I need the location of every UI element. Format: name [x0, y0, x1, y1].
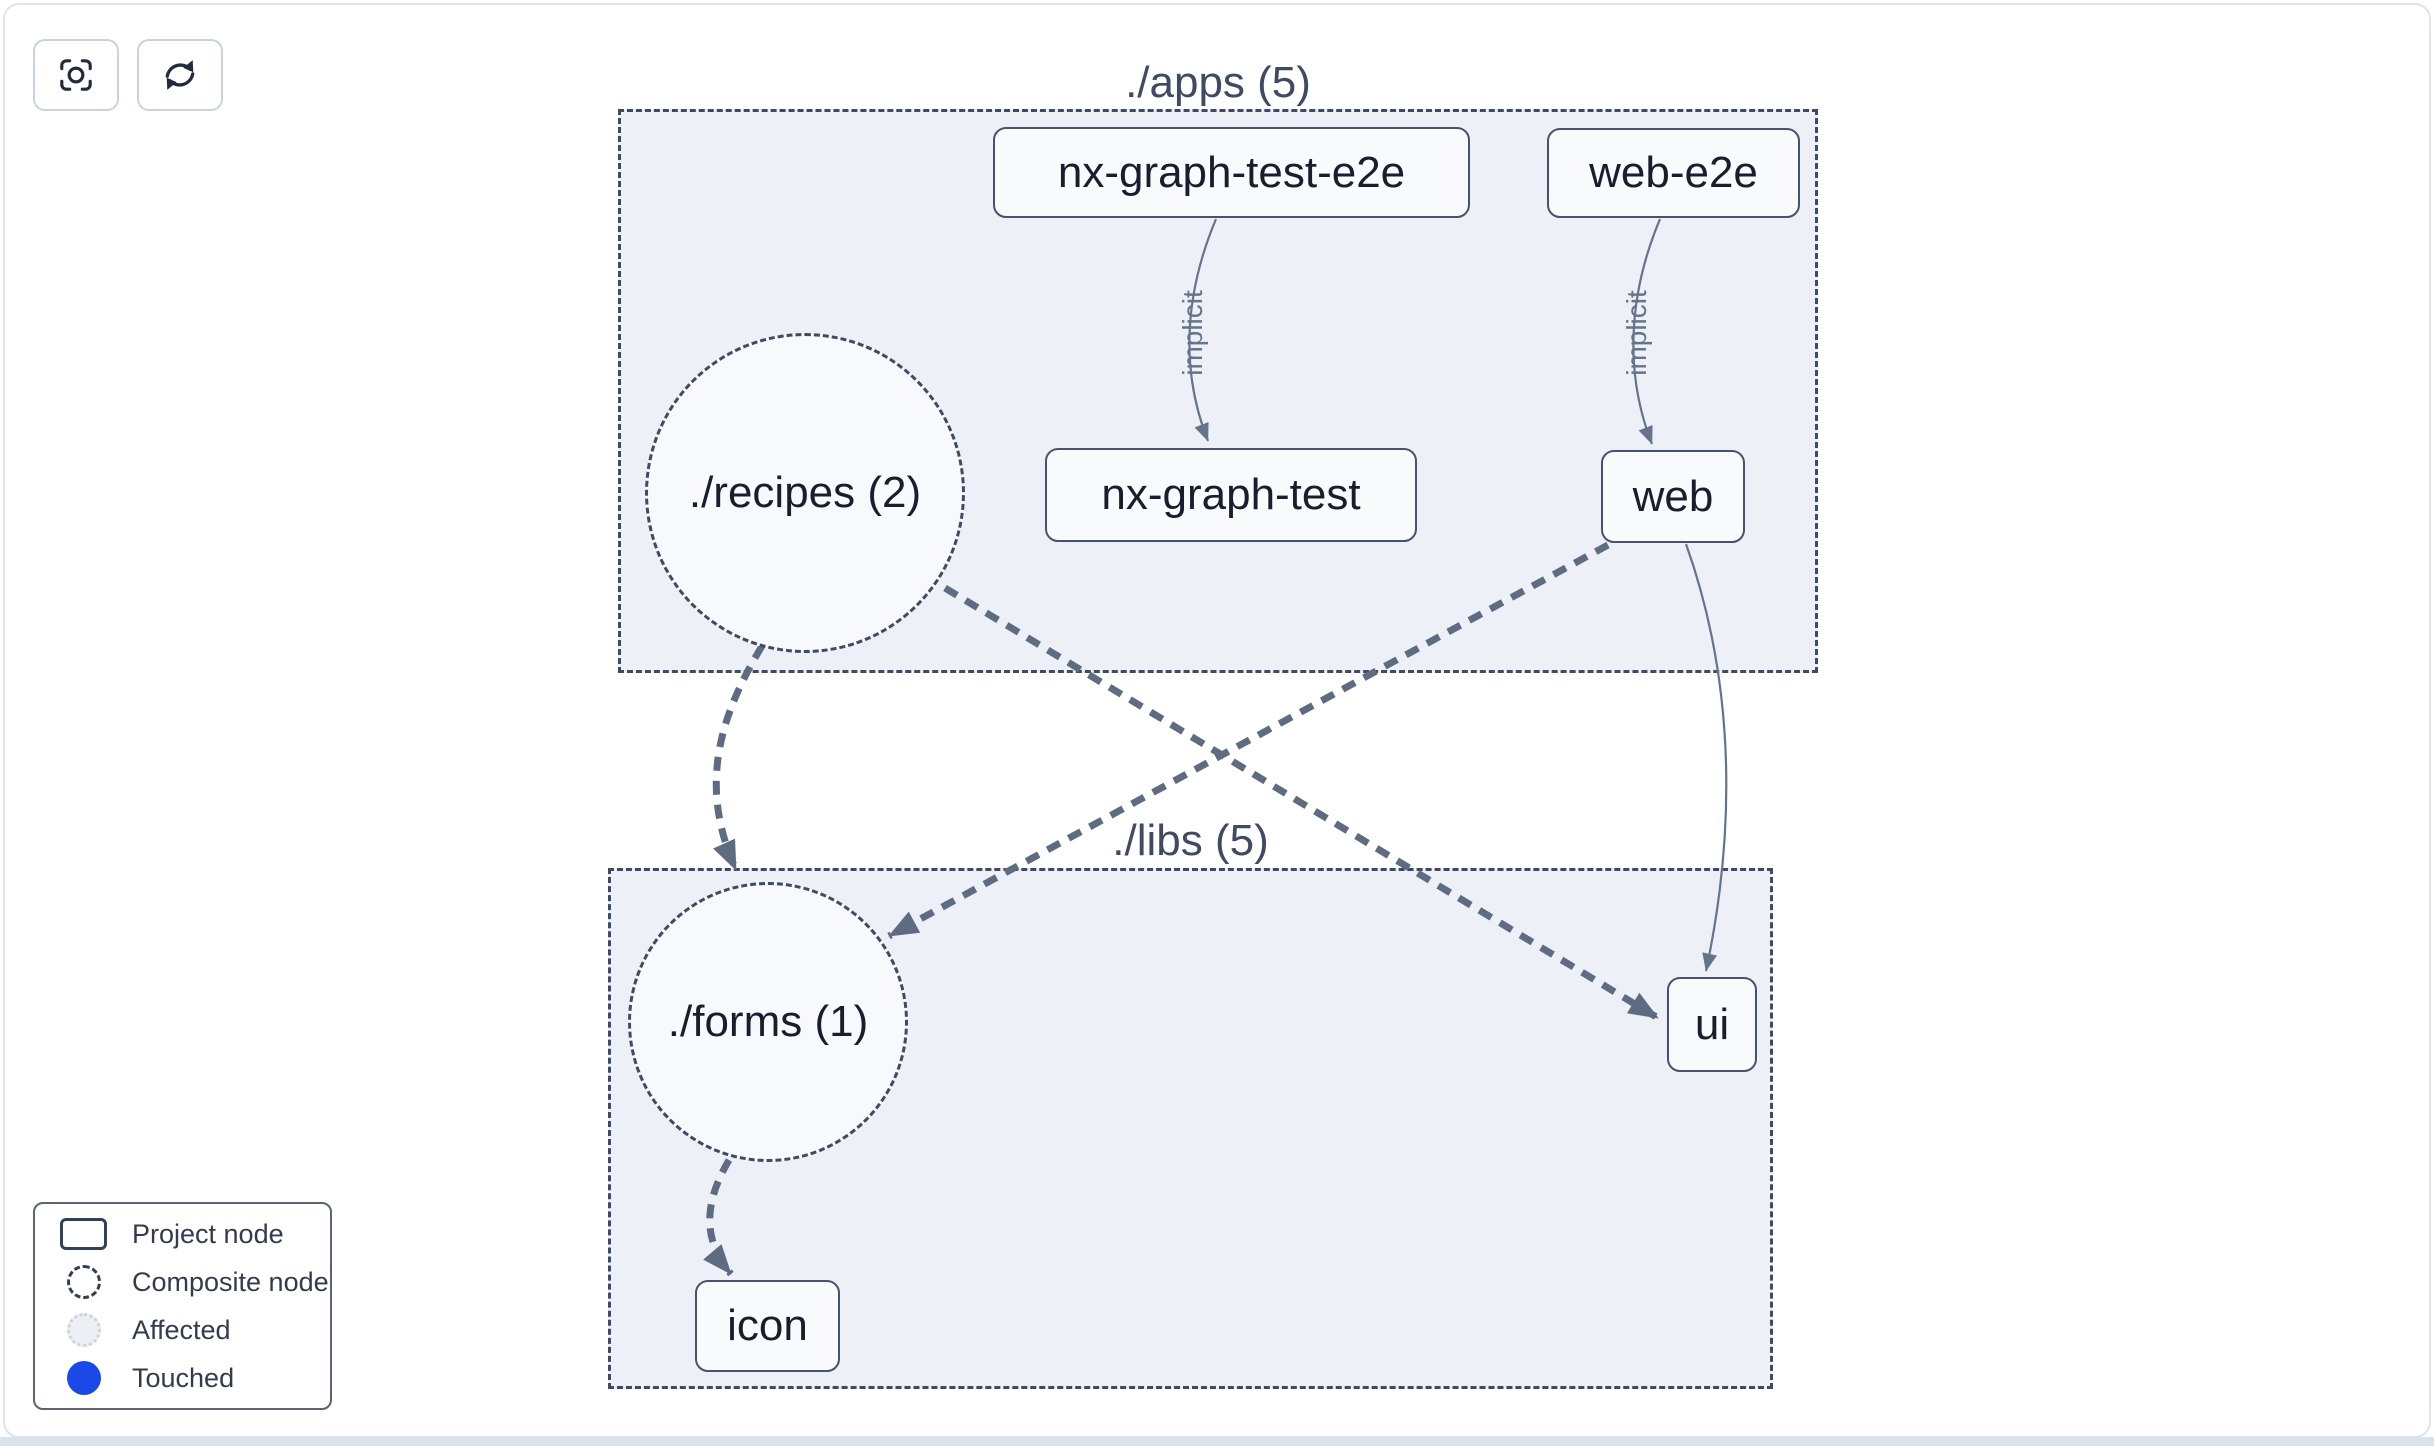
legend-row-project: Project node	[35, 1210, 330, 1258]
bottom-edge-bar	[0, 1437, 2434, 1446]
legend-label: Affected	[132, 1314, 231, 1345]
node-label: ui	[1694, 999, 1730, 1049]
composite-node-swatch	[66, 1265, 101, 1299]
toolbar	[33, 39, 223, 111]
composite-node-recipes[interactable]: ./recipes (2)	[645, 333, 965, 653]
focus-button[interactable]	[33, 39, 119, 111]
legend-label: Project node	[132, 1218, 284, 1249]
refresh-cycle-icon	[159, 54, 201, 96]
node-label: web	[1632, 471, 1714, 521]
edge-forms-to-icon[interactable]	[703, 1158, 734, 1277]
node-web-e2e[interactable]: web-e2e	[1547, 128, 1800, 218]
node-label: icon	[727, 1301, 808, 1350]
legend-label: Touched	[132, 1362, 235, 1393]
node-nx-graph-test[interactable]: nx-graph-test	[1045, 448, 1417, 542]
node-label: nx-graph-test-e2e	[1057, 147, 1406, 197]
node-label: web-e2e	[1589, 148, 1758, 197]
focus-crosshair-icon	[56, 55, 96, 95]
edge-nx-graph-test-e2e-to-nx-graph-test[interactable]	[1188, 218, 1218, 442]
affected-swatch	[66, 1313, 101, 1347]
edge-label-implicit: implicit	[1177, 290, 1208, 376]
composite-node-forms[interactable]: ./forms (1)	[628, 882, 908, 1162]
touched-swatch	[66, 1361, 101, 1395]
node-icon[interactable]: icon	[695, 1280, 840, 1372]
cluster-apps-title: ./apps (5)	[1125, 58, 1311, 107]
edge-recipes-to-ui[interactable]	[943, 585, 1660, 1021]
legend-row-affected: Affected	[35, 1306, 330, 1354]
edge-web-to-forms[interactable]	[887, 541, 1610, 940]
refresh-button[interactable]	[137, 39, 223, 111]
node-nx-graph-test-e2e[interactable]: nx-graph-test-e2e	[993, 127, 1470, 218]
node-label: nx-graph-test	[1101, 470, 1361, 519]
legend-row-composite: Composite node	[35, 1258, 330, 1306]
legend: Project node Composite node Affected Tou…	[33, 1202, 332, 1410]
project-node-swatch	[60, 1218, 107, 1250]
edge-web-e2e-to-web[interactable]	[1632, 218, 1662, 445]
node-label: ./forms (1)	[667, 997, 869, 1046]
legend-row-touched: Touched	[35, 1354, 330, 1402]
node-web[interactable]: web	[1601, 450, 1745, 543]
node-ui[interactable]: ui	[1667, 977, 1757, 1072]
edge-label-implicit: implicit	[1621, 290, 1652, 376]
cluster-libs-title: ./libs (5)	[1112, 816, 1269, 865]
edge-web-to-ui[interactable]	[1684, 543, 1728, 972]
edge-recipes-to-forms[interactable]	[712, 644, 765, 872]
node-label: ./recipes (2)	[688, 468, 922, 517]
legend-label: Composite node	[132, 1266, 329, 1297]
